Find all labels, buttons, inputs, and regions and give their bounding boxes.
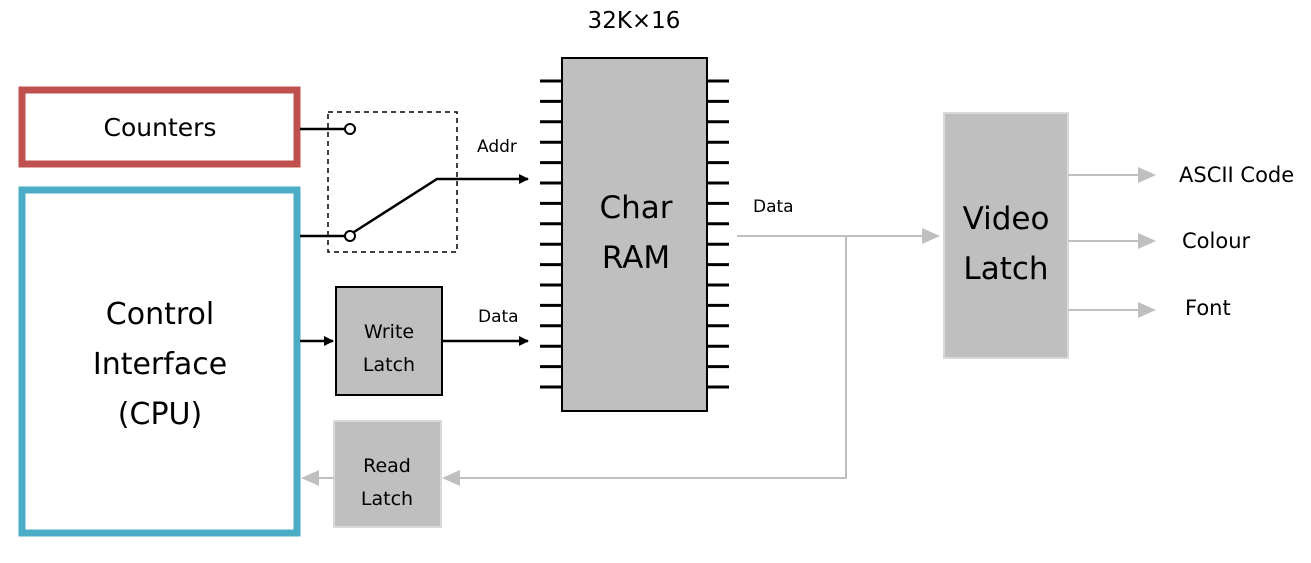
output-ascii-code-label: ASCII Code [1179,163,1295,187]
read-latch-block [333,420,442,528]
output-font-label: Font [1185,296,1231,320]
write-latch-block [335,286,443,396]
output-colour-label: Colour [1182,229,1251,253]
colour-output-arrowhead [1138,233,1156,249]
char-ram-block [561,57,708,412]
counters-block [18,86,301,168]
video-latch-input-arrowhead [922,228,940,244]
video-latch-block [943,112,1069,359]
video-latch-label: Video Latch [962,201,1050,287]
ram-data-out-signal-label: Data [753,197,794,217]
read-latch-label: Read Latch [360,455,414,510]
mux-switch-arm [353,174,529,234]
address-mux-switch [327,111,458,253]
write-latch-label: Write Latch [362,321,416,376]
control-interface-block [18,186,301,537]
mux-input-cpu-terminal [344,230,356,242]
char-ram-size-caption: 32K×16 [587,8,681,34]
ram-data-to-read-latch-line [448,236,847,479]
ascii-code-output-arrowhead [1138,167,1156,183]
char-ram-pins [540,79,729,389]
read-latch-input-arrowhead [442,470,460,486]
write-data-signal-label: Data [478,307,519,327]
mux-input-counters-terminal [344,123,356,135]
font-output-arrowhead [1138,302,1156,318]
addr-signal-label: Addr [477,137,517,157]
char-ram-label: Char RAM [599,190,673,276]
counters-label: Counters [103,113,217,142]
control-interface-label: Control Interface (CPU) [92,297,228,432]
cpu-input-arrowhead [301,470,319,486]
